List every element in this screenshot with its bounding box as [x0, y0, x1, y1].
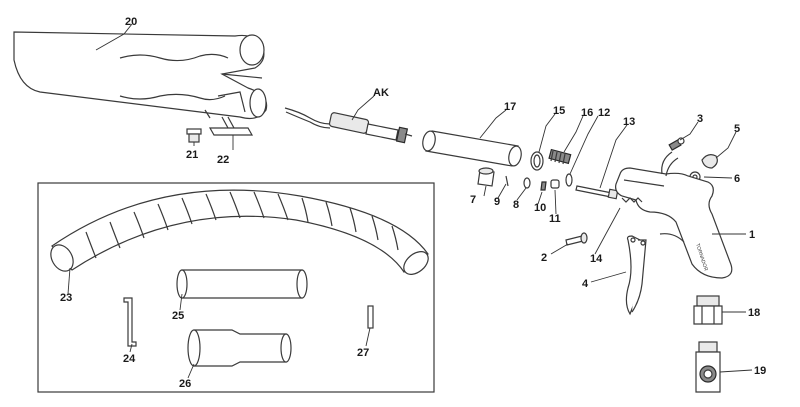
part-1-gun-body: TORNADOR [615, 151, 733, 279]
callout-7: 7 [470, 194, 476, 206]
callout-labels: 20 21 22 AK 17 15 16 12 13 3 5 6 7 9 8 1… [60, 16, 766, 390]
callout-21: 21 [186, 149, 198, 161]
part-ak-hose-assembly [284, 107, 413, 144]
part-15-o-ring-inner [533, 154, 541, 168]
part-10-insert [540, 181, 547, 191]
callout-12: 12 [598, 107, 610, 119]
part-7-fitting [477, 167, 495, 187]
part-19-regulator [695, 341, 721, 393]
callout-4: 4 [582, 278, 589, 290]
part-11-nut [550, 179, 560, 189]
part-8-ring [523, 177, 531, 189]
part-14-spring [621, 197, 643, 203]
callout-10: 10 [534, 202, 546, 214]
callout-3: 3 [697, 113, 703, 125]
part-12-washer [565, 173, 573, 187]
callout-23: 23 [60, 292, 72, 304]
callout-11: 11 [549, 213, 561, 225]
leader-lines [67, 23, 753, 379]
part-24-hex-key [123, 297, 137, 347]
part-3-screw [668, 137, 685, 151]
callout-6: 6 [734, 173, 740, 185]
callout-ak: AK [373, 87, 389, 99]
callout-25: 25 [172, 310, 184, 322]
part-22-plate [208, 116, 254, 136]
callout-24: 24 [123, 353, 136, 365]
callout-26: 26 [179, 378, 191, 390]
callout-19: 19 [754, 365, 766, 377]
callout-20: 20 [125, 16, 137, 28]
callout-8: 8 [513, 199, 519, 211]
part-9-pin [505, 175, 509, 187]
part-23-flexible-hose [50, 189, 429, 275]
callout-15: 15 [553, 105, 565, 117]
accessories-kit-frame [37, 182, 435, 393]
callout-9: 9 [494, 196, 500, 208]
part-20-nozzle-cone [13, 31, 268, 120]
part-13-valve-stem [575, 185, 619, 200]
callout-22: 22 [217, 154, 229, 166]
part-27-pin [367, 305, 374, 329]
callout-5: 5 [734, 123, 740, 135]
part-2-pin [565, 232, 588, 246]
callout-16: 16 [581, 107, 593, 119]
part-18-fitting [693, 295, 723, 325]
part-16-knurled-sleeve [548, 148, 572, 165]
part-26-stepped-tube [187, 329, 292, 367]
part-5-cap [701, 154, 718, 169]
part-4-trigger [625, 235, 647, 316]
callout-17: 17 [504, 101, 516, 113]
part-21-fitting [186, 128, 202, 143]
part-25-tube [176, 269, 308, 299]
callout-13: 13 [623, 116, 635, 128]
callout-14: 14 [590, 253, 603, 265]
callout-27: 27 [357, 347, 369, 359]
callout-2: 2 [541, 252, 547, 264]
callout-1: 1 [749, 229, 755, 241]
part-17-barrel-tube [422, 130, 522, 167]
callout-18: 18 [748, 307, 760, 319]
